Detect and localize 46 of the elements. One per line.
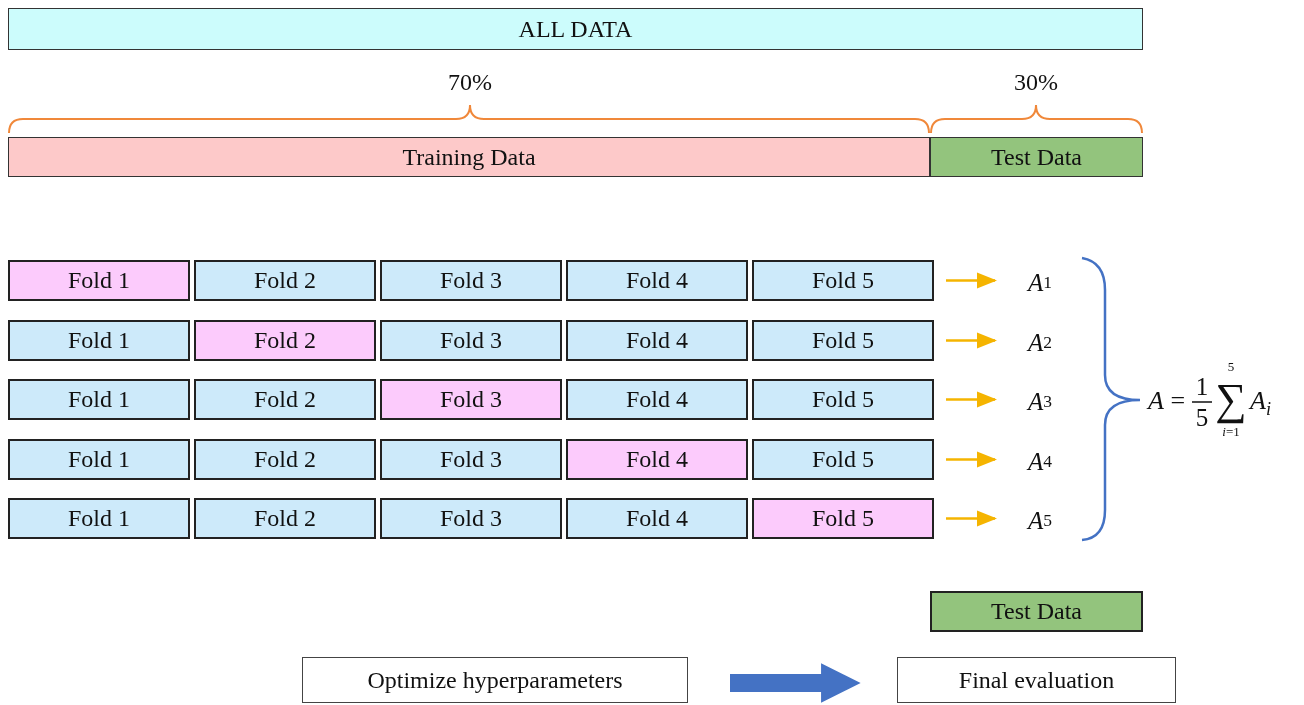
sum-symbol: ∑ — [1215, 378, 1247, 422]
fold-box: Fold 1 — [8, 379, 190, 420]
arrow — [946, 391, 997, 408]
fold-box: Fold 3 — [380, 260, 562, 301]
fold-box: Fold 5 — [752, 320, 934, 361]
fold-box: Fold 2 — [194, 320, 376, 361]
process-box: Final evaluation — [897, 657, 1176, 703]
fold-box: Fold 1 — [8, 439, 190, 480]
fold-box: Fold 2 — [194, 379, 376, 420]
fold-box: Fold 5 — [752, 498, 934, 539]
arrow — [946, 451, 997, 468]
percentage-label: 30% — [1014, 70, 1058, 94]
fold-box: Fold 5 — [752, 379, 934, 420]
fold-box: Fold 2 — [194, 260, 376, 301]
test-bar: Test Data — [930, 137, 1143, 177]
fold-box: Fold 2 — [194, 439, 376, 480]
arrow — [946, 272, 997, 289]
process-box: Optimize hyperparameters — [302, 657, 688, 703]
fold-box: Fold 4 — [566, 260, 748, 301]
fold-box: Fold 5 — [752, 439, 934, 480]
fold-box: Fold 4 — [566, 439, 748, 480]
fold-box: Fold 1 — [8, 498, 190, 539]
fold-box: Fold 3 — [380, 320, 562, 361]
arrow — [730, 663, 861, 703]
formula-text: 5 — [1195, 405, 1209, 430]
fold-box: Fold 4 — [566, 379, 748, 420]
data-bar: ALL DATA — [8, 8, 1143, 50]
formula-text: i=1 — [1222, 425, 1240, 438]
fold-box: Fold 4 — [566, 320, 748, 361]
fold-box: Fold 1 — [8, 260, 190, 301]
percentage-label: 70% — [448, 70, 492, 94]
test-bar: Test Data — [930, 591, 1143, 632]
fold-box: Fold 3 — [380, 379, 562, 420]
formula-text: 1 — [1195, 374, 1209, 399]
arrow — [946, 510, 997, 527]
training-bar: Training Data — [8, 137, 930, 177]
arrow — [946, 332, 997, 349]
fold-box: Fold 1 — [8, 320, 190, 361]
fold-box: Fold 4 — [566, 498, 748, 539]
formula-text: 5 — [1227, 360, 1235, 373]
fold-box: Fold 5 — [752, 260, 934, 301]
fold-box: Fold 3 — [380, 498, 562, 539]
fold-box: Fold 3 — [380, 439, 562, 480]
fold-box: Fold 2 — [194, 498, 376, 539]
formula-text: A = — [1148, 388, 1186, 414]
formula-text: A$_{i}$ — [1250, 388, 1271, 419]
